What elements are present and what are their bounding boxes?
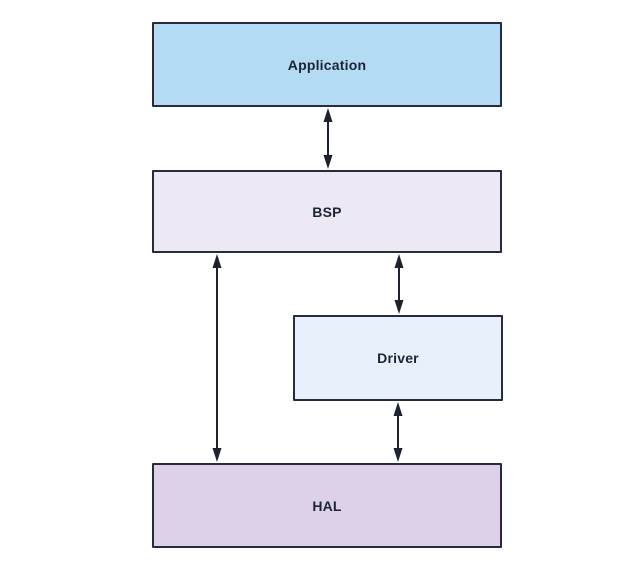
node-bsp-label: BSP — [312, 203, 342, 220]
node-application-label: Application — [287, 56, 367, 73]
node-driver-label: Driver — [377, 350, 419, 366]
node-hal-label: HAL — [312, 497, 342, 514]
node-hal: HAL — [152, 463, 502, 548]
arrow-bsp-hal — [212, 254, 222, 462]
node-bsp: BSP — [152, 170, 502, 253]
arrow-driver-hal — [393, 402, 403, 462]
node-application: Application — [152, 22, 502, 107]
node-driver: Driver — [293, 315, 503, 401]
arrow-bsp-driver — [394, 254, 404, 314]
arrow-application-bsp — [323, 108, 333, 169]
